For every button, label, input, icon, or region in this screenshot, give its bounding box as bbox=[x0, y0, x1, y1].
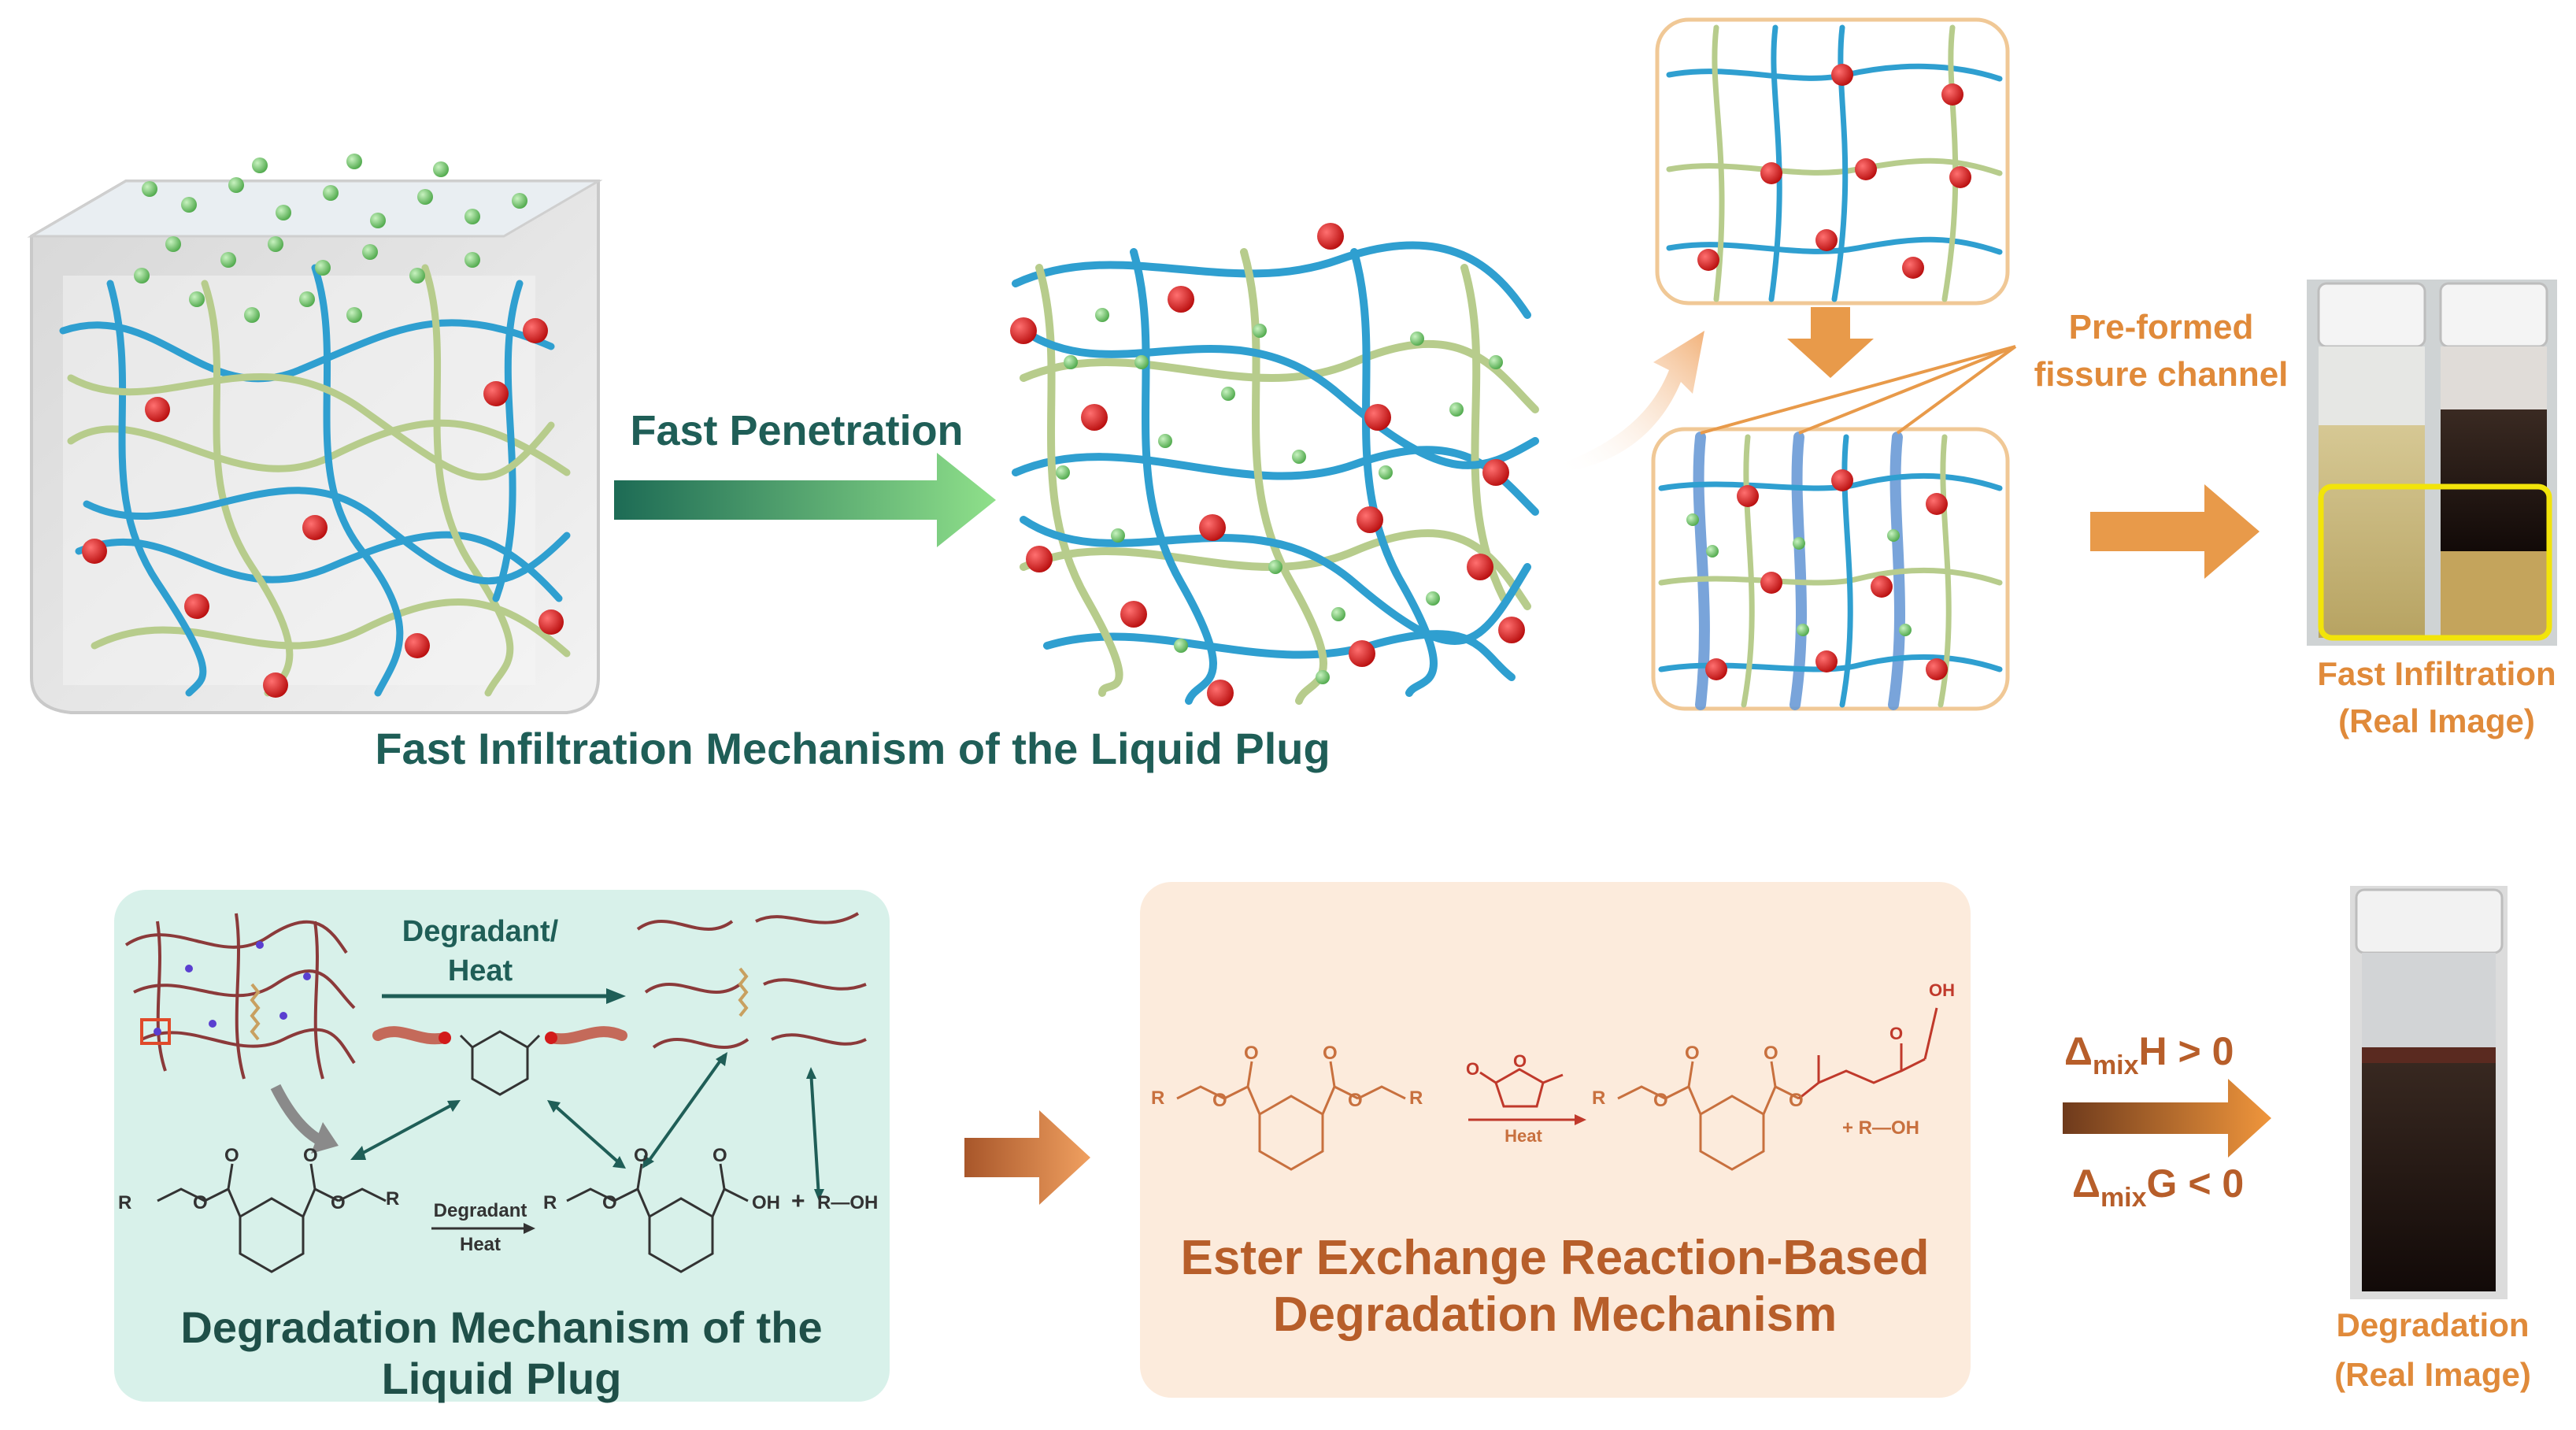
fast-infiltration-title: Fast Infiltration Mechanism of the Liqui… bbox=[375, 724, 1330, 773]
chem-o-3: O bbox=[303, 1145, 318, 1166]
diester-structure bbox=[157, 1163, 387, 1273]
degradant-molecule bbox=[372, 1026, 627, 1096]
regular-network-panel bbox=[1655, 17, 2010, 306]
chem-r-4: R bbox=[1151, 1087, 1164, 1109]
infiltrated-network bbox=[1010, 223, 1539, 706]
ester-exchange-panel: R O O O O R O O Heat bbox=[1140, 882, 1971, 1398]
small-reagent-line2: Heat bbox=[460, 1234, 501, 1255]
chem-o-7: O bbox=[712, 1145, 727, 1166]
fissure-label-line1: Pre-formed bbox=[2069, 308, 2254, 346]
fast-infiltration-caption-line1: Fast Infiltration bbox=[2317, 655, 2556, 692]
cube-crosslinks bbox=[82, 318, 564, 698]
chem-r-5: R bbox=[1409, 1087, 1423, 1109]
degradation-title-line1: Degradation Mechanism of the bbox=[180, 1302, 822, 1352]
chem-o-10: O bbox=[1323, 1043, 1338, 1064]
cube-network bbox=[59, 264, 571, 697]
fissure-pointer-lines bbox=[1700, 345, 2017, 435]
ester-exchange-title-line1: Ester Exchange Reaction-Based bbox=[1180, 1231, 1929, 1285]
chem-o-11: O bbox=[1348, 1090, 1363, 1111]
chem-o-8: O bbox=[1212, 1090, 1227, 1111]
chem-o-6: O bbox=[634, 1145, 649, 1166]
chem-o-acid: O bbox=[1889, 1024, 1903, 1043]
chem-o-5: O bbox=[602, 1192, 617, 1213]
chem-o-14: O bbox=[1764, 1043, 1778, 1064]
fast-penetration-label: Fast Penetration bbox=[630, 407, 963, 454]
chem-o-lactone-1: O bbox=[1466, 1059, 1479, 1079]
degradation-photo bbox=[2350, 886, 2508, 1299]
chem-o-12: O bbox=[1653, 1090, 1668, 1111]
ester-exchange-title-line2: Degradation Mechanism bbox=[1273, 1287, 1838, 1342]
chem-o-1: O bbox=[193, 1192, 208, 1213]
chem-r-1: R bbox=[118, 1192, 131, 1213]
transition-swoosh-arrow bbox=[1559, 331, 1704, 472]
chem-o-4: O bbox=[331, 1192, 346, 1213]
chem-o-15: O bbox=[1789, 1090, 1804, 1111]
degradation-caption-line1: Degradation bbox=[2336, 1306, 2529, 1343]
chem-o-2: O bbox=[224, 1145, 239, 1166]
chem-r-oh-1: R—OH bbox=[817, 1192, 878, 1213]
small-reagent-line1: Degradant bbox=[434, 1200, 527, 1221]
gel-cube bbox=[27, 154, 603, 714]
to-ester-exchange-arrow bbox=[964, 1110, 1090, 1205]
degradation-caption-line2: (Real Image) bbox=[2334, 1356, 2531, 1393]
fast-infiltration-photo bbox=[2307, 280, 2557, 646]
degradation-title-line2: Liquid Plug bbox=[382, 1354, 622, 1403]
chem-r-3: R bbox=[543, 1192, 557, 1213]
chem-o-13: O bbox=[1685, 1043, 1700, 1064]
to-photo-arrow bbox=[2090, 484, 2260, 579]
heat-label: Heat bbox=[1505, 1126, 1542, 1146]
fissure-network-panel bbox=[1651, 427, 2010, 711]
thermo-enthalpy: ΔmixH > 0 bbox=[2064, 1029, 2234, 1080]
chem-oh-1: OH bbox=[752, 1192, 780, 1213]
chem-oh-acid: OH bbox=[1929, 980, 1955, 1000]
chem-plus-r-oh: + R—OH bbox=[1842, 1117, 1919, 1139]
chem-r-2: R bbox=[386, 1188, 399, 1210]
thermo-gibbs: ΔmixG < 0 bbox=[2072, 1161, 2244, 1213]
cube-particles bbox=[134, 154, 527, 323]
degradant-label-line1: Degradant/ bbox=[402, 915, 559, 948]
down-arrow bbox=[1787, 307, 1874, 378]
chem-o-lactone-2: O bbox=[1513, 1051, 1527, 1071]
degradant-label-line2: Heat bbox=[448, 954, 513, 987]
fast-penetration-arrow bbox=[614, 453, 996, 547]
chem-plus: + bbox=[791, 1188, 805, 1214]
degradation-mechanism-panel: Degradant/ Heat bbox=[114, 890, 890, 1403]
fast-infiltration-caption-line2: (Real Image) bbox=[2338, 702, 2535, 739]
chem-r-6: R bbox=[1592, 1087, 1605, 1109]
fissure-label-line2: fissure channel bbox=[2034, 355, 2289, 394]
thermo-arrow bbox=[2063, 1079, 2271, 1158]
chem-o-9: O bbox=[1244, 1043, 1259, 1064]
